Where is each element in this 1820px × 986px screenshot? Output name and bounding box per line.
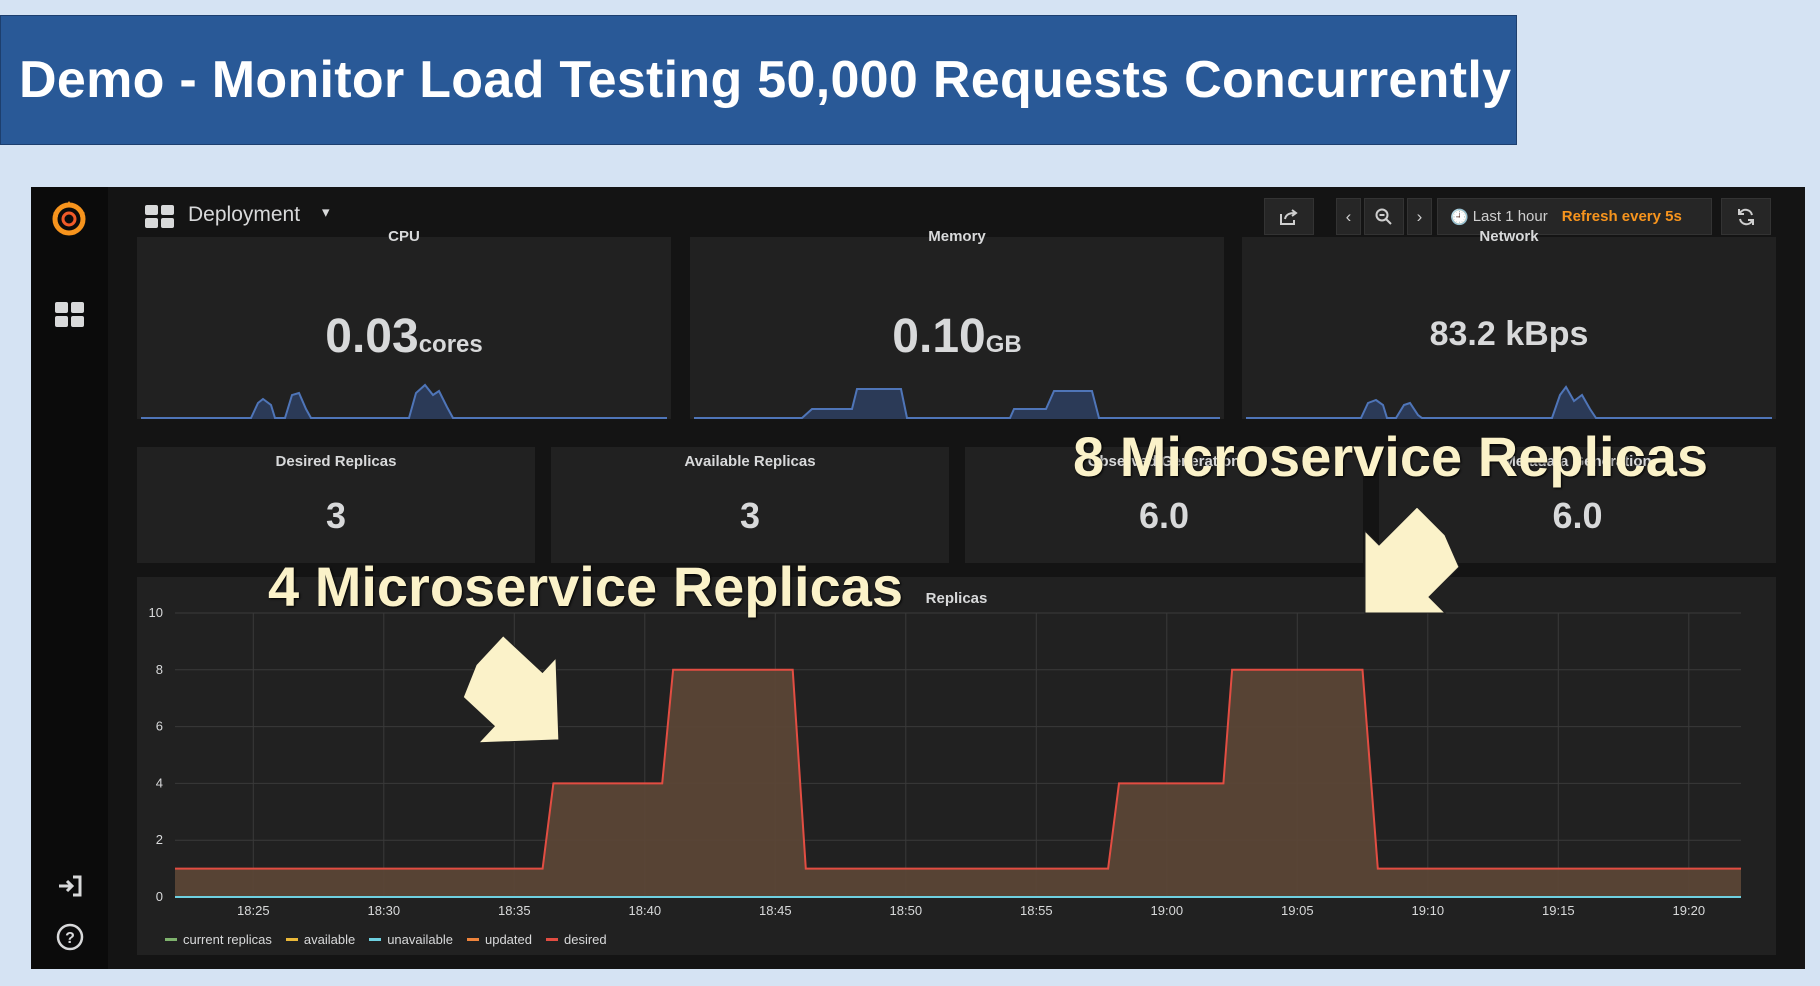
slide-title-banner: Demo - Monitor Load Testing 50,000 Reque…	[0, 15, 1517, 145]
panel-title: Network	[1479, 228, 1539, 245]
refresh-interval-label: Refresh every 5s	[1561, 208, 1682, 225]
panel-title: CPU	[388, 228, 420, 245]
clock-icon: 🕘	[1450, 208, 1469, 226]
x-tick-label: 19:00	[1151, 903, 1184, 918]
zoom-out-button[interactable]	[1364, 198, 1404, 235]
panel-title: Observed Generation	[1087, 453, 1241, 470]
legend-swatch	[285, 938, 298, 941]
y-tick-label: 6	[156, 719, 163, 734]
legend-item[interactable]: updated	[466, 932, 532, 947]
arrow-icon-8	[1364, 506, 1460, 614]
observed-generation-panel[interactable]: Observed Generation 6.0	[965, 447, 1363, 563]
value: 83.2 kBps	[1429, 315, 1589, 353]
x-tick-label: 18:25	[237, 903, 270, 918]
value: 0.10	[892, 310, 986, 363]
cpu-sparkline	[141, 383, 667, 419]
x-tick-label: 18:35	[498, 903, 531, 918]
legend-swatch	[369, 938, 382, 941]
refresh-button[interactable]	[1721, 198, 1771, 235]
metadata-generation-value: 6.0	[1552, 495, 1603, 536]
legend-label: available	[303, 932, 356, 947]
caret-down-icon[interactable]: ▾	[322, 204, 330, 221]
sidebar: ?	[31, 187, 108, 969]
time-back-button[interactable]: ‹	[1336, 198, 1361, 235]
panel-title: Memory	[928, 228, 986, 245]
memory-sparkline	[694, 388, 1220, 419]
share-icon	[1280, 208, 1298, 225]
overlay-label-8-replicas: 8 Microservice Replicas	[1073, 425, 1709, 488]
y-tick-label: 10	[149, 605, 163, 620]
panel-title: Desired Replicas	[275, 453, 397, 470]
dashboard-grid-icon[interactable]	[145, 205, 175, 234]
slide-title: Demo - Monitor Load Testing 50,000 Reque…	[19, 51, 1512, 109]
chevron-left-icon: ‹	[1345, 206, 1352, 226]
legend-label: unavailable	[387, 932, 453, 947]
legend-item[interactable]: available	[285, 932, 356, 947]
time-picker-button[interactable]: 🕘 Last 1 hour Refresh every 5s	[1437, 198, 1712, 235]
y-tick-label: 8	[156, 662, 163, 677]
panel-title: Metadata Generation	[1503, 453, 1652, 470]
arrow-icon-4	[462, 635, 560, 744]
time-forward-button[interactable]: ›	[1407, 198, 1432, 235]
series-area-desired	[175, 669, 1741, 897]
replicas-graph-panel[interactable]: Replicas 0 2 4 6 8 10 18:25 18:30 18:35 18:40 18:4…	[137, 577, 1776, 955]
grafana-logo-icon[interactable]	[49, 199, 89, 244]
unit: GB	[985, 331, 1022, 358]
legend-swatch	[165, 938, 177, 941]
overlay-label-4-replicas: 4 Microservice Replicas	[268, 555, 904, 618]
x-tick-label: 19:15	[1542, 903, 1575, 918]
x-tick-label: 18:40	[629, 903, 662, 918]
help-icon[interactable]: ?	[55, 922, 85, 957]
network-value: 83.2 kBps	[1242, 315, 1776, 354]
memory-panel[interactable]: Memory 0.10GB	[690, 228, 1224, 419]
legend-label: current replicas	[183, 932, 272, 947]
legend-item[interactable]: current replicas	[165, 932, 272, 947]
x-tick-label: 19:20	[1673, 903, 1706, 918]
x-tick-label: 18:45	[759, 903, 792, 918]
x-tick-label: 18:55	[1020, 903, 1053, 918]
chart-legend: current replicas available unavailable upda…	[165, 932, 607, 947]
legend-item[interactable]: desired	[545, 932, 607, 947]
x-tick-label: 18:50	[890, 903, 923, 918]
dashboard-topbar: Deployment ▾ ‹ › 🕘 Last 1 hour Refresh e…	[108, 187, 1805, 237]
panel-title: Available Replicas	[684, 453, 816, 470]
desired-replicas-panel[interactable]: Desired Replicas 3	[137, 447, 535, 563]
cpu-panel[interactable]: CPU 0.03cores	[137, 228, 671, 419]
refresh-icon	[1738, 208, 1754, 225]
y-tick-label: 0	[156, 889, 163, 904]
legend-label: updated	[484, 932, 532, 947]
y-tick-label: 2	[156, 832, 163, 847]
chevron-right-icon: ›	[1416, 206, 1423, 226]
dashboards-icon[interactable]	[55, 302, 85, 333]
svg-text:?: ?	[65, 930, 75, 947]
y-tick-label: 4	[156, 775, 163, 790]
legend-label: desired	[563, 932, 607, 947]
x-tick-label: 19:10	[1412, 903, 1445, 918]
available-replicas-value: 3	[739, 495, 761, 536]
observed-generation-value: 6.0	[1138, 495, 1190, 536]
graph-title: Replicas	[925, 590, 988, 607]
x-tick-label: 18:30	[368, 903, 401, 918]
legend-item[interactable]: unavailable	[369, 932, 453, 947]
value: 0.03	[325, 310, 419, 363]
series-line-desired	[175, 668, 1741, 870]
legend-swatch	[545, 938, 558, 941]
zoom-out-icon	[1375, 208, 1392, 225]
desired-replicas-value: 3	[325, 495, 347, 536]
legend-swatch	[466, 938, 479, 941]
unit: cores	[418, 331, 483, 358]
network-panel[interactable]: Network 83.2 kBps	[1242, 228, 1776, 419]
network-sparkline	[1246, 385, 1772, 419]
share-button[interactable]	[1264, 198, 1314, 235]
grafana-screenshot: ? Deployment ▾ ‹	[31, 187, 1805, 969]
available-replicas-panel[interactable]: Available Replicas 3	[551, 447, 949, 563]
cpu-value: 0.03cores	[137, 309, 671, 364]
memory-value: 0.10GB	[690, 309, 1224, 364]
time-range-label: Last 1 hour	[1472, 208, 1548, 225]
sign-in-icon[interactable]	[57, 875, 83, 902]
dashboard-title[interactable]: Deployment	[188, 203, 301, 226]
replicas-chart: 0 2 4 6 8 10 18:25 18:30 18:35 18:40 18:45 18:50 18:…	[149, 605, 1741, 918]
x-tick-label: 19:05	[1281, 903, 1314, 918]
